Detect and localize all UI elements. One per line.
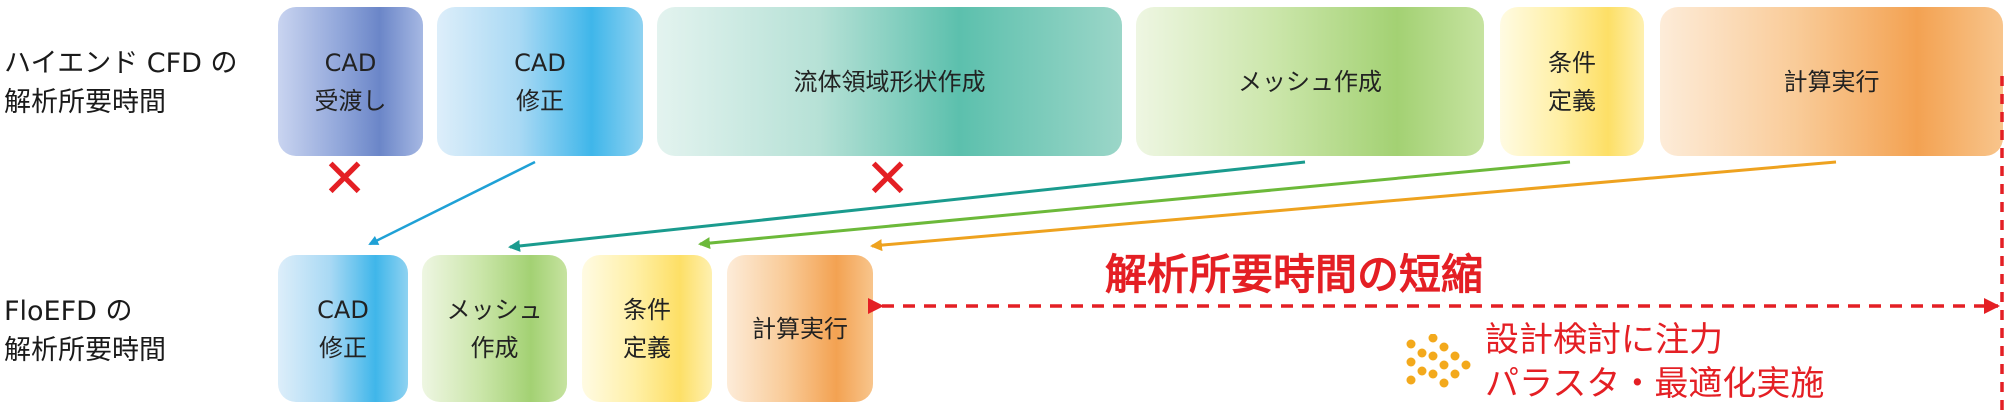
floefd-step-cad-fix: CAD 修正 [278, 255, 408, 402]
row-label-high-end-cfd: ハイエンド CFD の 解析所要時間 [4, 44, 238, 122]
row-label-line1: ハイエンド CFD の [4, 48, 238, 79]
arrow-compute [870, 160, 1837, 252]
step-fluid-domain-creation: 流体領域形状作成 [657, 7, 1122, 156]
step-label: 計算実行 [752, 314, 848, 343]
dot-pattern-icon [1406, 334, 1471, 388]
floefd-step-mesh-creation: メッシュ 作成 [422, 255, 567, 402]
step-label: 計算実行 [1783, 67, 1880, 96]
step-mesh-creation: メッシュ作成 [1136, 7, 1484, 156]
step-label: CAD 修正 [514, 48, 566, 115]
row-label-line2: 解析所要時間 [4, 87, 166, 118]
step-label: CAD 修正 [317, 295, 369, 362]
floefd-step-compute-execution: 計算実行 [727, 255, 873, 402]
step-label: メッシュ作成 [1238, 67, 1382, 96]
row-label-line1: FloEFD の [4, 296, 133, 327]
step-label: CAD 受渡し [314, 48, 387, 115]
benefit-text: 設計検討に注力 パラスタ・最適化実施 [1485, 318, 1824, 406]
floefd-step-condition-definition: 条件 定義 [582, 255, 712, 402]
benefit-line2: パラスタ・最適化実施 [1485, 364, 1825, 404]
step-label: 条件 定義 [1548, 48, 1596, 115]
arrow-mesh [508, 160, 1306, 252]
removed-step-mark-cad-handoff: ✕ [322, 147, 368, 210]
step-label: 流体領域形状作成 [793, 67, 986, 96]
arrow-conditions [698, 160, 1571, 250]
step-label: メッシュ 作成 [446, 295, 543, 362]
time-reduction-headline: 解析所要時間の短縮 [1105, 250, 1484, 299]
step-compute-execution: 計算実行 [1660, 7, 2003, 156]
row-label-floefd: FloEFD の 解析所要時間 [4, 292, 166, 370]
step-cad-fix: CAD 修正 [437, 7, 643, 156]
step-cad-handoff: CAD 受渡し [278, 7, 423, 156]
benefit-line1: 設計検討に注力 [1485, 320, 1723, 360]
arrow-cad-fix [368, 160, 536, 246]
removed-step-mark-fluid-domain: ✕ [865, 147, 911, 210]
step-condition-definition: 条件 定義 [1500, 7, 1644, 156]
step-label: 条件 定義 [623, 295, 671, 362]
row-label-line2: 解析所要時間 [4, 335, 166, 366]
